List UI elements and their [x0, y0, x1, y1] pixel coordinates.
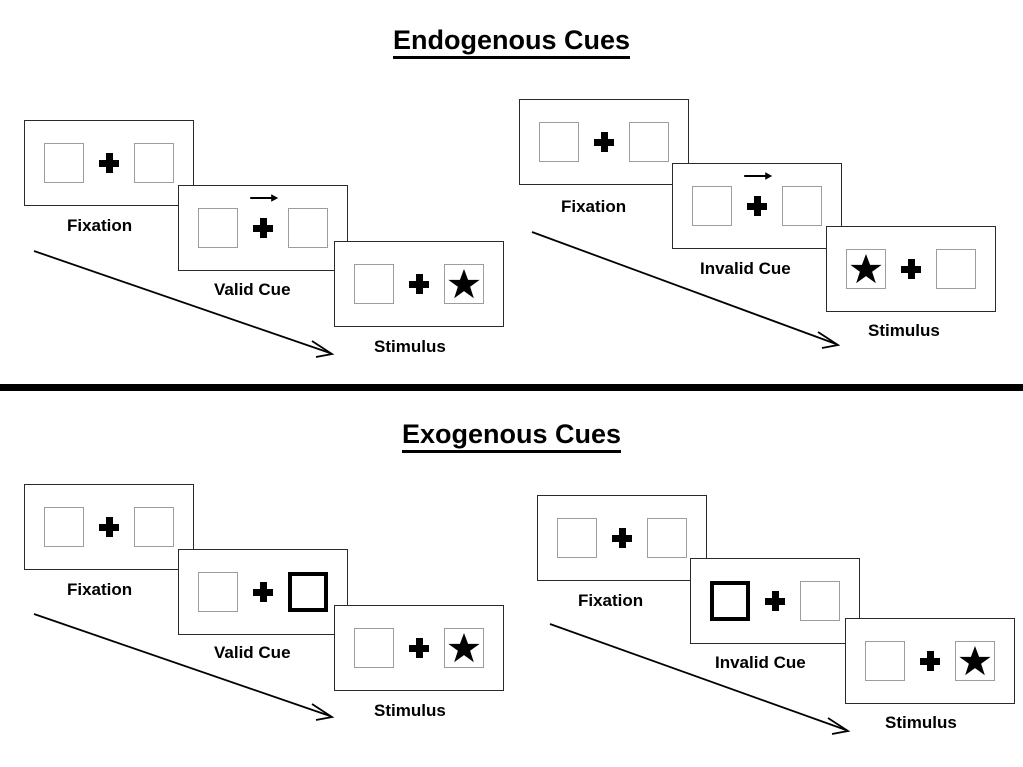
- section-title-endogenous-text: Endogenous Cues: [392, 25, 630, 59]
- caption-exogenous-valid-stimulus: Stimulus: [374, 701, 446, 720]
- frame-exogenous-valid-fixation: [24, 484, 194, 570]
- left-box: [354, 628, 394, 668]
- fixation-cross-icon: [594, 132, 614, 152]
- caption-exogenous-invalid-cue: Invalid Cue: [715, 653, 806, 672]
- caption-exogenous-invalid-stimulus: Stimulus: [885, 713, 957, 732]
- time-arrow-endogenous-invalid: [531, 231, 841, 349]
- fixation-cross-slot: [919, 641, 941, 681]
- frame-content: [354, 264, 484, 304]
- frame-content: [557, 518, 687, 558]
- caption-endogenous-valid-stimulus: Stimulus: [374, 337, 446, 356]
- time-arrow-exogenous-valid: [33, 613, 335, 721]
- left-box: [198, 208, 238, 248]
- frame-exogenous-valid-cue: [178, 549, 348, 635]
- left-box: [44, 507, 84, 547]
- frame-content: [354, 628, 484, 668]
- right-box: [288, 208, 328, 248]
- right-box: [800, 581, 840, 621]
- left-box: [846, 249, 886, 289]
- star-icon: [448, 269, 480, 299]
- left-box: [198, 572, 238, 612]
- time-arrow-exogenous-invalid: [549, 623, 851, 735]
- caption-endogenous-valid-fixation: Fixation: [67, 216, 133, 235]
- frame-endogenous-valid-cue: [178, 185, 348, 271]
- left-box: [692, 186, 732, 226]
- fixation-cross-slot: [593, 122, 615, 162]
- caption-exogenous-valid-cue: Valid Cue: [214, 643, 291, 662]
- fixation-cross-icon: [765, 591, 785, 611]
- right-box: [629, 122, 669, 162]
- caption-endogenous-valid-cue: Valid Cue: [214, 280, 291, 299]
- fixation-cross-slot: [408, 628, 430, 668]
- right-box: [936, 249, 976, 289]
- frame-exogenous-valid-stimulus: [334, 605, 504, 691]
- frame-content: [846, 249, 976, 289]
- left-box-cued: [710, 581, 750, 621]
- fixation-cross-icon: [253, 218, 273, 238]
- star-icon: [448, 633, 480, 663]
- caption-endogenous-invalid-cue: Invalid Cue: [700, 259, 791, 278]
- arrow-right-cue-icon: [744, 172, 773, 180]
- fixation-cross-slot: [252, 572, 274, 612]
- time-arrow-endogenous-valid: [33, 250, 335, 358]
- right-box: [134, 143, 174, 183]
- fixation-cross-icon: [99, 517, 119, 537]
- right-box: [444, 628, 484, 668]
- fixation-cross-slot: [408, 264, 430, 304]
- right-box: [955, 641, 995, 681]
- frame-endogenous-invalid-cue: [672, 163, 842, 249]
- left-box: [354, 264, 394, 304]
- fixation-cross-slot: [764, 581, 786, 621]
- star-icon: [850, 254, 882, 284]
- frame-content: [198, 194, 328, 248]
- right-box: [647, 518, 687, 558]
- fixation-cross-icon: [612, 528, 632, 548]
- frame-endogenous-valid-fixation: [24, 120, 194, 206]
- frame-endogenous-invalid-fixation: [519, 99, 689, 185]
- frame-exogenous-invalid-stimulus: [845, 618, 1015, 704]
- section-title-exogenous: Exogenous Cues: [0, 419, 1023, 453]
- frame-exogenous-invalid-fixation: [537, 495, 707, 581]
- frame-content: [865, 641, 995, 681]
- left-box: [557, 518, 597, 558]
- fixation-cross-slot: [900, 249, 922, 289]
- right-box-cued: [288, 572, 328, 612]
- fixation-cross-slot: [98, 143, 120, 183]
- fixation-cross-slot: [250, 194, 279, 248]
- caption-exogenous-invalid-fixation: Fixation: [578, 591, 644, 610]
- fixation-cross-slot: [744, 172, 773, 226]
- frame-content: [198, 572, 328, 612]
- fixation-cross-icon: [409, 638, 429, 658]
- arrow-right-cue-icon: [250, 194, 279, 202]
- fixation-cross-icon: [99, 153, 119, 173]
- fixation-cross-icon: [747, 196, 767, 216]
- fixation-cross-icon: [409, 274, 429, 294]
- left-box: [539, 122, 579, 162]
- frame-endogenous-invalid-stimulus: [826, 226, 996, 312]
- fixation-cross-slot: [98, 507, 120, 547]
- caption-exogenous-valid-fixation: Fixation: [67, 580, 133, 599]
- frame-endogenous-valid-stimulus: [334, 241, 504, 327]
- right-box: [134, 507, 174, 547]
- frame-content: [44, 507, 174, 547]
- fixation-cross-slot: [611, 518, 633, 558]
- fixation-cross-icon: [901, 259, 921, 279]
- right-box: [782, 186, 822, 226]
- section-divider: [0, 384, 1023, 391]
- frame-content: [710, 581, 840, 621]
- fixation-cross-icon: [253, 582, 273, 602]
- frame-content: [692, 172, 822, 226]
- fixation-cross-icon: [920, 651, 940, 671]
- section-title-exogenous-text: Exogenous Cues: [401, 419, 622, 453]
- frame-content: [539, 122, 669, 162]
- frame-exogenous-invalid-cue: [690, 558, 860, 644]
- star-icon: [959, 646, 991, 676]
- caption-endogenous-invalid-fixation: Fixation: [561, 197, 627, 216]
- section-title-endogenous: Endogenous Cues: [0, 25, 1023, 59]
- frame-content: [44, 143, 174, 183]
- left-box: [865, 641, 905, 681]
- caption-endogenous-invalid-stimulus: Stimulus: [868, 321, 940, 340]
- left-box: [44, 143, 84, 183]
- right-box: [444, 264, 484, 304]
